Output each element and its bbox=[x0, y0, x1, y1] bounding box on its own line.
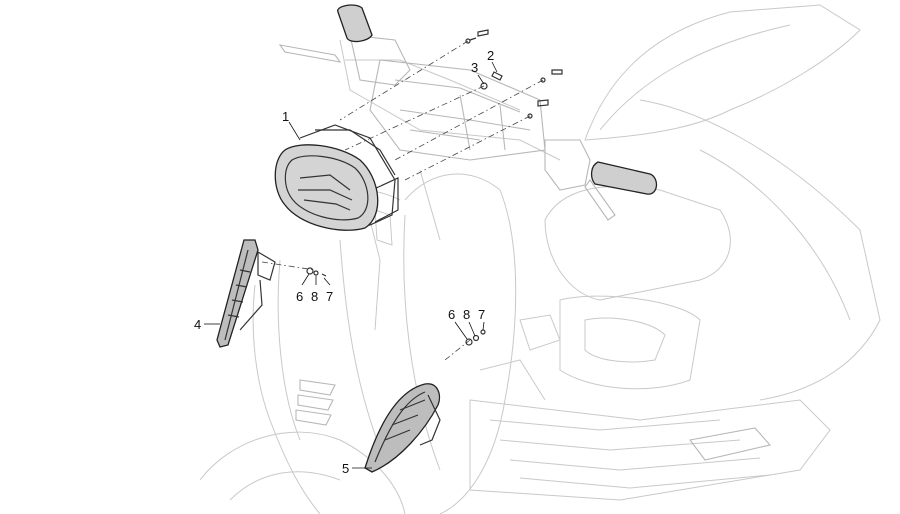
callout-7-right: 7 bbox=[478, 307, 485, 322]
callout-4: 4 bbox=[194, 317, 201, 332]
left-turn-indicator bbox=[216, 239, 327, 348]
leader-lines bbox=[204, 61, 498, 469]
callout-6-left: 6 bbox=[296, 289, 303, 304]
callout-3: 3 bbox=[471, 60, 478, 75]
headlight-assembly bbox=[274, 124, 399, 231]
right-turn-indicator bbox=[364, 329, 486, 473]
assembly-dash-lines bbox=[261, 40, 544, 361]
scooter-body-ghost bbox=[199, 4, 881, 514]
callout-7-left: 7 bbox=[326, 289, 333, 304]
callout-2: 2 bbox=[487, 48, 494, 63]
callout-5: 5 bbox=[342, 461, 349, 476]
callout-8-left: 8 bbox=[311, 289, 318, 304]
callout-labels: 1 2 3 4 5 6 8 7 6 8 7 bbox=[194, 48, 494, 476]
callout-8-right: 8 bbox=[463, 307, 470, 322]
callout-1: 1 bbox=[282, 109, 289, 124]
callout-6-right: 6 bbox=[448, 307, 455, 322]
headlight-screws bbox=[465, 29, 563, 119]
handlebar-grips bbox=[337, 4, 658, 195]
